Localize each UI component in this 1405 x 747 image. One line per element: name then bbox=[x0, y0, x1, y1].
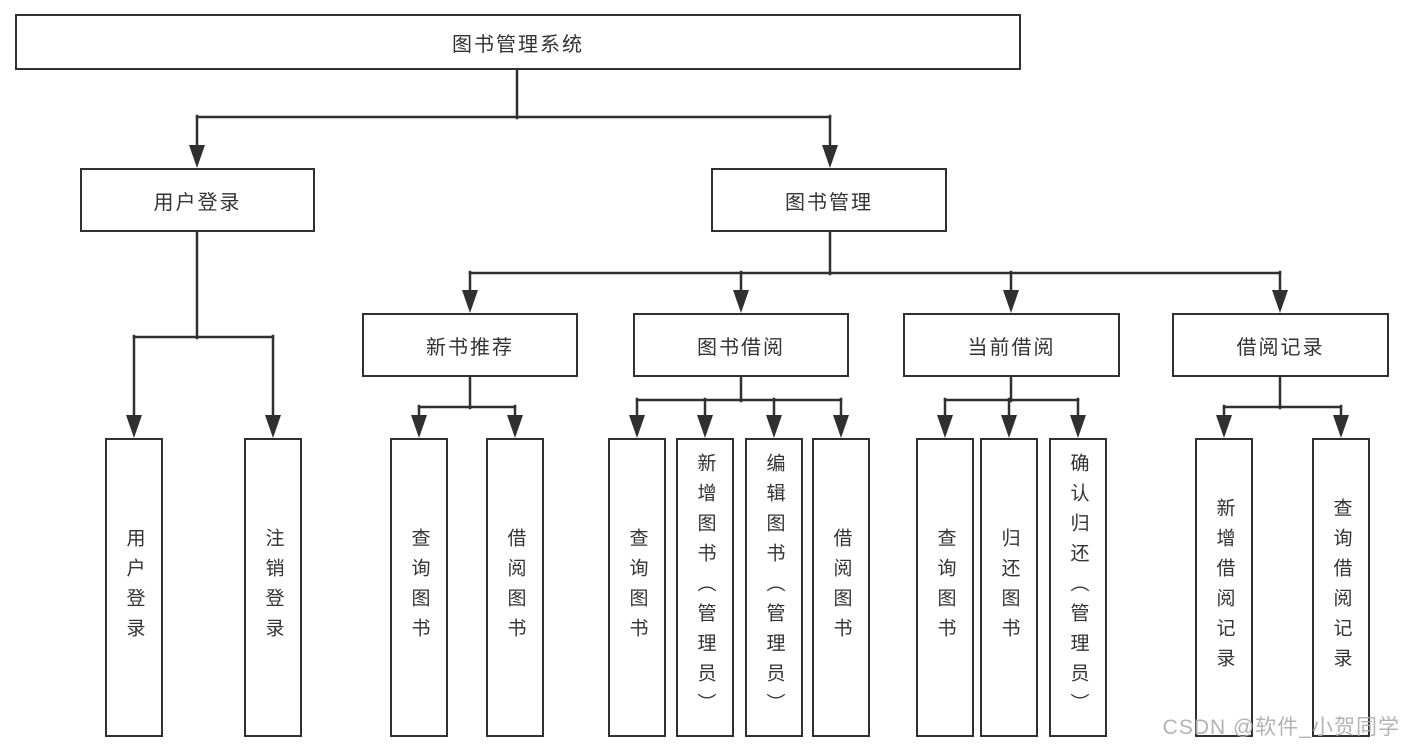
leaf-query-borrow-record: 查询借阅记录 bbox=[1312, 438, 1370, 737]
leaf-return-books: 归还图书 bbox=[980, 438, 1038, 737]
node-borrowing-records: 借阅记录 bbox=[1172, 313, 1389, 377]
node-label: 归还图书 bbox=[998, 527, 1020, 648]
leaf-borrow-books-recommend: 借阅图书 bbox=[486, 438, 544, 737]
node-label: 新书推荐 bbox=[426, 336, 514, 359]
node-label: 图书借阅 bbox=[697, 336, 785, 359]
csdn-watermark: CSDN @软件_小贺同学 bbox=[1162, 716, 1400, 739]
leaf-query-books-borrowing: 查询图书 bbox=[608, 438, 666, 737]
node-label: 借阅图书 bbox=[504, 527, 526, 648]
node-new-book-recommendation: 新书推荐 bbox=[362, 313, 578, 377]
node-label: 借阅图书 bbox=[830, 527, 852, 648]
node-user-login: 用户登录 bbox=[80, 168, 315, 232]
leaf-add-books-admin: 新增图书（管理员） bbox=[676, 438, 734, 737]
node-label: 图书管理 bbox=[785, 191, 873, 214]
node-label: 用户登录 bbox=[123, 527, 145, 648]
node-system-root: 图书管理系统 bbox=[15, 14, 1021, 70]
leaf-add-borrow-record: 新增借阅记录 bbox=[1195, 438, 1253, 737]
leaf-logout: 注销登录 bbox=[244, 438, 302, 737]
node-label: 查询图书 bbox=[626, 527, 648, 648]
node-label: 当前借阅 bbox=[967, 336, 1056, 359]
node-label: 新增图书（管理员） bbox=[694, 452, 716, 723]
leaf-query-books-current: 查询图书 bbox=[916, 438, 974, 737]
node-label: 注销登录 bbox=[262, 527, 284, 648]
node-label: 新增借阅记录 bbox=[1213, 497, 1235, 678]
node-label: 编辑图书（管理员） bbox=[763, 452, 785, 723]
leaf-edit-books-admin: 编辑图书（管理员） bbox=[745, 438, 803, 737]
node-current-borrowing: 当前借阅 bbox=[903, 313, 1120, 377]
node-label: 查询图书 bbox=[408, 527, 430, 648]
node-book-management: 图书管理 bbox=[711, 168, 947, 232]
leaf-confirm-return-admin: 确认归还（管理员） bbox=[1049, 438, 1107, 737]
node-label: 借阅记录 bbox=[1236, 336, 1325, 359]
node-label: 用户登录 bbox=[153, 191, 242, 214]
leaf-user-login: 用户登录 bbox=[105, 438, 163, 737]
node-label: 确认归还（管理员） bbox=[1067, 452, 1089, 723]
node-label: 查询借阅记录 bbox=[1330, 497, 1352, 678]
node-label: 查询图书 bbox=[934, 527, 956, 648]
node-label: 图书管理系统 bbox=[452, 33, 584, 56]
leaf-query-books-recommend: 查询图书 bbox=[390, 438, 448, 737]
leaf-borrow-books-borrowing: 借阅图书 bbox=[812, 438, 870, 737]
node-book-borrowing: 图书借阅 bbox=[633, 313, 849, 377]
